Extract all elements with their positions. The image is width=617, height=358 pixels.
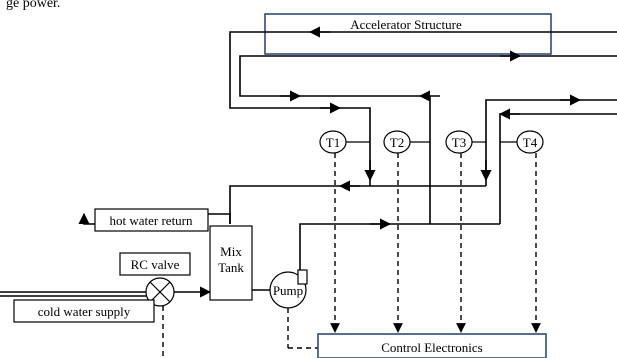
hot-water-exit-arrow bbox=[78, 212, 95, 225]
sensor-t3 bbox=[445, 130, 473, 154]
sensor-t1 bbox=[319, 130, 347, 154]
sensor-t3-label: T3 bbox=[452, 135, 466, 150]
pump-label: Pump bbox=[273, 283, 303, 298]
rc-valve-label: RC valve bbox=[131, 257, 180, 272]
return-pipes bbox=[229, 180, 500, 236]
mix-tank-label-line1: Mix bbox=[220, 244, 242, 259]
accelerator-structure-label: Accelerator Structure bbox=[350, 17, 462, 32]
cold-water-supply-box bbox=[13, 299, 155, 323]
sensor-t4-label: T4 bbox=[523, 135, 538, 150]
temperature-sensors: T1 T2 T3 T4 bbox=[319, 130, 544, 154]
cold-water-supply-label: cold water supply bbox=[38, 304, 131, 319]
top-text-fragment: ge power. bbox=[6, 0, 60, 11]
sensor-t2-label: T2 bbox=[390, 135, 404, 150]
hot-water-return-label: hot water return bbox=[109, 213, 193, 228]
mix-tank-box bbox=[209, 225, 253, 301]
mix-tank-label-line2: Tank bbox=[218, 260, 244, 275]
sensor-t1-label: T1 bbox=[326, 135, 340, 150]
rc-valve-label-box bbox=[119, 252, 191, 276]
sensor-t4 bbox=[516, 130, 544, 154]
accelerator-loop-pipes bbox=[229, 26, 617, 224]
hot-water-return-box bbox=[94, 208, 209, 232]
sensor-signal-lines bbox=[330, 153, 541, 333]
sensor-t2 bbox=[383, 130, 411, 154]
control-electronics-box bbox=[317, 333, 547, 358]
control-electronics-label: Control Electronics bbox=[381, 340, 482, 355]
